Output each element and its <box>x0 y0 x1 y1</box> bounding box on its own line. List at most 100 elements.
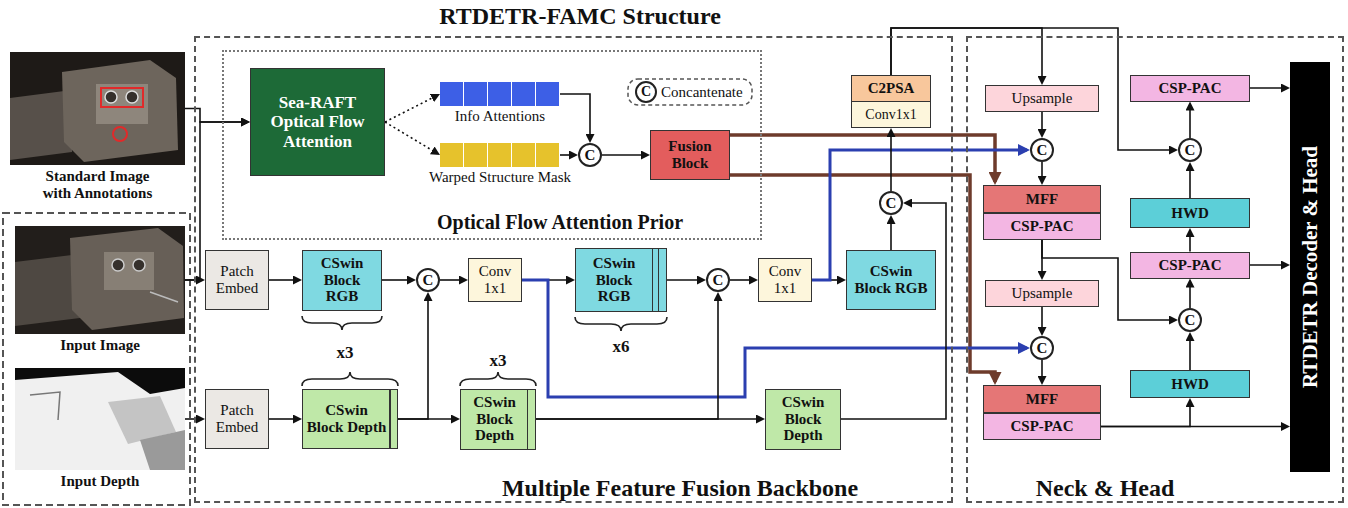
image-panel: Input Depth <box>15 368 185 492</box>
connector <box>1189 231 1191 252</box>
caption: Input Depth <box>15 473 185 490</box>
connector <box>602 154 647 156</box>
caption: Info Attentions <box>455 108 545 125</box>
connector <box>269 279 299 281</box>
node-label: CSP-PAC <box>1134 80 1246 97</box>
image-panel: Standard Image with Annotations <box>10 52 185 207</box>
fusion-box: Fusion Block <box>650 130 730 180</box>
node-label: CSwin Block RGB <box>306 255 378 305</box>
connector <box>1189 165 1191 198</box>
connector <box>667 279 703 281</box>
feature-bar-cells <box>464 143 487 167</box>
photo-illustration <box>70 228 184 330</box>
conv-box: Conv 1x1 <box>468 258 522 302</box>
caption: Warped Structure Mask <box>429 169 571 186</box>
attention-module: C2PSAConv1x1 <box>851 75 931 128</box>
depth-illustration <box>140 430 185 470</box>
feature-bar-cells <box>440 143 463 167</box>
depth-block: CSwin Block Depth <box>460 389 536 450</box>
csp-box: CSP-PAC <box>983 413 1101 440</box>
rgb-block: CSwin Block RGB <box>575 248 667 312</box>
region-title: Optical Flow Attention Prior <box>437 211 683 234</box>
conv-box: Conv 1x1 <box>758 258 812 302</box>
depth-block: CSwin Block Depth <box>765 389 841 450</box>
node-label: MFF <box>987 391 1097 408</box>
depth-illustration <box>15 368 185 470</box>
connector <box>1101 426 1287 428</box>
connector <box>440 279 465 281</box>
depth-illustration <box>15 368 185 470</box>
concat-node: C <box>416 268 440 292</box>
node-label: HWD <box>1134 376 1246 393</box>
connector <box>1189 282 1191 309</box>
node-label: Conv1x1 <box>852 101 930 127</box>
figure-area <box>440 82 560 106</box>
concat-node: C <box>1030 336 1054 360</box>
photo-illustration <box>96 84 148 124</box>
connector <box>398 295 428 419</box>
concat-node: C <box>1030 138 1054 162</box>
connector <box>890 131 892 191</box>
repeat-count: x6 <box>613 338 630 355</box>
feature-bar: Info Attentions <box>440 82 560 128</box>
connector <box>1189 335 1191 370</box>
rgb-block: CSwin Block RGB <box>302 250 382 311</box>
input-frame <box>3 213 190 505</box>
connector <box>385 95 437 122</box>
concat-node: C <box>578 143 602 167</box>
node-label: Conv 1x1 <box>472 263 518 297</box>
concat-node: C <box>706 268 730 292</box>
photo-illustration <box>15 254 80 326</box>
process-box: Patch Embed <box>205 389 269 449</box>
input-frame <box>3 213 190 505</box>
connector <box>1189 105 1191 139</box>
feature-bar: Warped Structure Mask <box>440 143 560 189</box>
node-label: C <box>886 196 897 211</box>
node-label: CSP-PAC <box>1134 257 1246 274</box>
node-label: CSwin Block RGB <box>579 255 649 305</box>
node-label: C <box>1037 341 1048 356</box>
node-label: Fusion Block <box>654 138 726 172</box>
connector <box>1101 401 1190 427</box>
connector <box>890 218 892 250</box>
figure-area <box>15 226 185 334</box>
process-box: Patch Embed <box>205 250 269 310</box>
upsample-box: Upsample <box>985 85 1099 112</box>
node-label: C <box>423 273 434 288</box>
hwd-box: HWD <box>1130 198 1250 228</box>
photo-illustration <box>15 226 185 334</box>
depth-illustration <box>15 372 185 470</box>
node-label: Upsample <box>989 285 1095 302</box>
node-label: CSwin Block RGB <box>850 263 932 297</box>
feature-bar-cells <box>440 82 463 106</box>
node-label: Sea-RAFT Optical Flow Attention <box>254 93 381 150</box>
node-label: CSwin Block Depth <box>769 394 837 444</box>
connector <box>269 418 299 420</box>
photo-illustration <box>113 127 127 141</box>
region-title: Neck & Head <box>1036 475 1175 502</box>
photo-illustration <box>101 88 143 107</box>
attention-module: Sea-RAFT Optical Flow Attention <box>250 68 385 176</box>
csp-box: CSP-PAC <box>1130 75 1250 102</box>
fusion-box: MFF <box>983 185 1101 213</box>
feature-bar-cells <box>464 82 487 106</box>
depth-illustration <box>30 392 60 420</box>
connector <box>536 418 762 420</box>
feature-bar-cells <box>488 82 511 106</box>
photo-illustration <box>105 91 117 103</box>
connector <box>560 154 575 156</box>
concat-node: C <box>1178 308 1202 332</box>
legend-frame <box>636 82 656 102</box>
csp-box: CSP-PAC <box>1130 252 1250 279</box>
node-label: Upsample <box>989 90 1095 107</box>
photo-illustration <box>15 226 185 334</box>
connector <box>1250 87 1287 89</box>
region-box: Optical Flow Attention Prior Sea-RAFT Opt… <box>222 50 762 240</box>
node-label: C <box>585 148 596 163</box>
connector <box>1041 162 1043 182</box>
legend-frame <box>628 79 752 105</box>
caption: Standard Image with Annotations <box>10 168 185 203</box>
figure-area <box>440 143 560 167</box>
node-label: C <box>713 273 724 288</box>
photo-illustration <box>104 252 154 290</box>
